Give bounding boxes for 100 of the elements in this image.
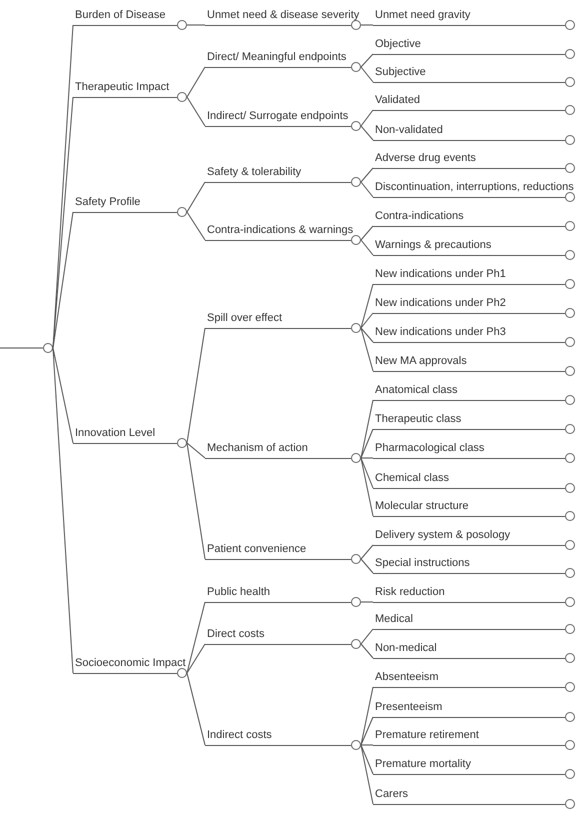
branch-label: Risk reduction [375,586,445,599]
tree-branch [205,50,361,72]
branch-label: New MA approvals [375,355,467,368]
tree-branch [73,426,187,448]
branch-label: New indications under Ph3 [375,326,506,339]
connector-line [360,744,374,774]
branch-label: Objective [375,38,421,51]
tree-branch [373,412,575,434]
tree-branch [373,238,575,260]
tree-branch [373,641,575,663]
branch-label: Discontinuation, interruptions, reductions [375,181,574,194]
tree-branch [373,267,575,289]
connector-line [360,312,374,328]
connector-line [360,744,374,746]
tree-branch [205,627,361,649]
connector-line [360,240,374,256]
tree-branch [73,656,187,678]
tree-branch [373,585,575,607]
tree-branch [373,65,575,87]
tree-branch [73,195,187,217]
tree-branch [73,8,187,30]
connector-line [360,716,374,746]
tree-branch [205,8,361,30]
connector-line [360,24,374,26]
branch-label: Mechanism of action [207,442,308,455]
connector-line [186,66,206,98]
tree-branch [373,700,575,722]
connector-line [186,442,206,458]
branch-label: Safety Profile [75,196,140,209]
branch-label: New indications under Ph2 [375,297,506,310]
branch-label: Chemical class [375,472,449,485]
branch-label: Patient convenience [207,543,306,556]
branch-label: Indirect/ Surrogate endpoints [207,110,348,123]
connector-line [360,168,374,182]
connector-line [360,644,374,658]
tree-branch [373,670,575,692]
branch-label: Absenteeism [375,671,439,684]
connector-line [360,544,374,560]
branch-label: Contra-indications & warnings [207,224,354,237]
branch-label: Medical [375,613,413,626]
tree-branch [205,728,361,750]
connector-line [186,182,206,212]
connector-line [52,348,74,444]
branch-label: Burden of Disease [75,9,166,22]
connector-line [360,558,374,574]
connector-line [186,96,206,126]
connector-line [360,328,374,372]
tree-branch [373,471,575,493]
tree-branch [205,441,361,463]
branch-label: Premature mortality [375,758,471,771]
tree-branch [373,151,575,173]
connector-line [186,24,206,26]
branch-label: Therapeutic class [375,413,462,426]
connector-line [360,284,374,328]
connector-line [360,458,374,488]
tree-branch [373,180,575,202]
branch-label: Indirect costs [207,729,272,742]
tree-branch [373,93,575,115]
tree-branch [205,109,361,131]
branch-label: Carers [375,788,408,801]
branch-label: Socioeconomic Impact [75,657,186,670]
connector-line [360,226,374,240]
branch-label: Validated [375,94,420,107]
connector-line [360,628,374,644]
branch-label: Therapeutic Impact [75,81,170,94]
branch-label: Non-validated [375,124,443,137]
branch-label: Public health [207,586,270,599]
branch-label: Unmet need & disease severity [207,9,360,22]
connector-line [360,126,374,140]
tree-branch [205,585,361,607]
connector-line [186,644,206,674]
connector-line [186,672,206,746]
branch-label: Safety & tolerability [207,166,302,179]
tree-branch [373,728,575,750]
tree-branch [373,296,575,318]
connector-line [360,328,374,342]
tree-branch [373,556,575,578]
branch-label: Adverse drug events [375,152,476,165]
branch-label: Innovation Level [75,427,156,440]
tree-branch [373,499,575,521]
tree-branch [373,441,575,463]
tree-branch [373,528,575,550]
branch-label: Spill over effect [207,312,282,325]
branch-label: Subjective [375,66,426,79]
branch-label: Special instructions [375,557,470,570]
branch-label: Warnings & precautions [375,239,492,252]
connector-line [360,66,374,82]
branch-label: Direct costs [207,628,264,641]
branch-label: Non-medical [375,642,437,655]
connector-line [186,602,206,674]
tree-branch [205,542,361,564]
branch-label: Premature retirement [375,729,479,742]
tree-branch [373,325,575,347]
connector-line [360,110,374,126]
branch-label: Direct/ Meaningful endpoints [207,51,346,64]
connector-line [186,212,206,240]
tree-branch [373,612,575,634]
branch-label: Molecular structure [375,500,469,513]
branch-label: Pharmacological class [375,442,484,455]
tree-branch [373,757,575,779]
